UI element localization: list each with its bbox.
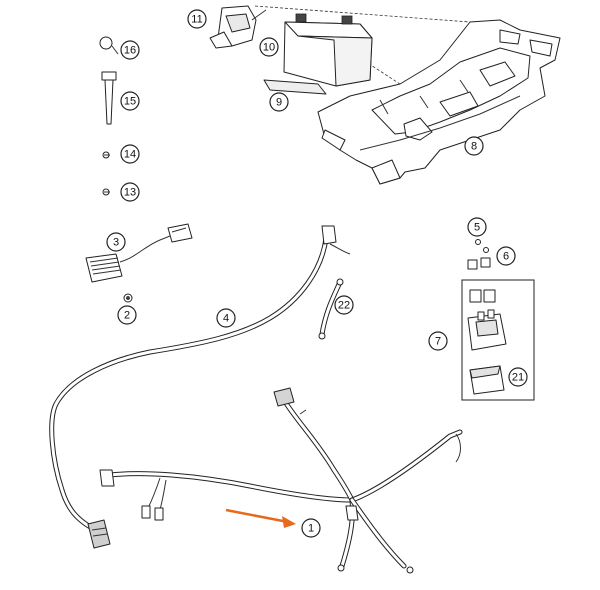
callout-number: 21 [512,372,524,384]
callout-2: 2 [117,305,137,325]
relay-bracket [209,5,267,49]
callout-number: 14 [124,149,136,161]
callout-number: 11 [191,14,202,26]
callout-8: 8 [464,136,484,156]
callout-circle [428,331,448,351]
callout-layer: 1 2 3 4 5 6 7 8 9 10 11 13 14 15 16 21 22 [106,9,528,538]
callout-number: 15 [124,96,136,108]
screw-2 [123,293,133,303]
callout-circle [187,9,207,29]
callout-number: 8 [471,141,477,153]
callout-number: 4 [223,313,229,325]
callout-5: 5 [467,217,487,237]
cable-tie-ring [99,36,119,55]
highlight-arrow [225,508,296,528]
callout-circle [334,295,354,315]
callout-number: 9 [276,97,282,109]
callout-circle [120,182,140,202]
callout-circle [120,91,140,111]
callout-circle [301,518,321,538]
callout-15: 15 [120,91,140,111]
callout-circle [508,367,528,387]
relay-box [461,279,535,401]
callout-circle [106,232,126,252]
callout-10: 10 [259,37,279,57]
callout-number: 16 [124,45,136,57]
callout-number: 3 [113,237,119,249]
callout-9: 9 [269,92,289,112]
battery [283,13,373,87]
callout-number: 5 [474,222,480,234]
callout-14: 14 [120,144,140,164]
callout-number: 7 [435,336,441,348]
callout-circle [496,246,516,266]
callout-11: 11 [187,9,207,29]
callout-circle [464,136,484,156]
callout-circle [259,37,279,57]
relay-small-parts [467,239,491,270]
rear-frame-tray [254,5,561,185]
callout-circle [269,92,289,112]
callout-3: 3 [106,232,126,252]
battery-pad [263,79,327,95]
callout-21: 21 [508,367,528,387]
small-screw-13 [102,188,110,196]
small-screw-14 [102,151,110,159]
callout-number: 22 [338,300,350,312]
callout-7: 7 [428,331,448,351]
main-harness [99,387,463,574]
callout-number: 6 [503,251,509,263]
main-wiring-loom [49,225,351,549]
callout-22: 22 [334,295,354,315]
callout-number: 10 [263,42,275,54]
callout-number: 2 [124,310,130,322]
callout-circle [467,217,487,237]
ground-cable [318,278,344,340]
callout-4: 4 [216,308,236,328]
callout-6: 6 [496,246,516,266]
callout-circle [120,144,140,164]
callout-circle [117,305,137,325]
callout-16: 16 [120,40,140,60]
callout-circle [216,308,236,328]
voltage-regulator [85,223,193,283]
fuse-holder-clip [101,71,117,125]
callout-number: 1 [308,523,314,535]
callout-circle [120,40,140,60]
callout-number: 13 [124,187,136,199]
callout-1: 1 [301,518,321,538]
callout-13: 13 [120,182,140,202]
